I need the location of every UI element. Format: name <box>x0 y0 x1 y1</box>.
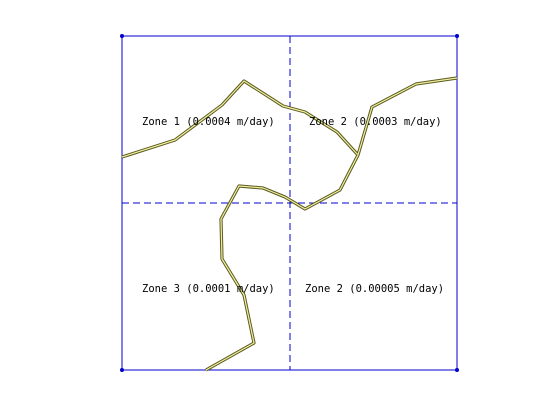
zone-label: Zone 1 (0.0004 m/day) <box>142 116 275 128</box>
upper-stream-fill <box>121 77 458 158</box>
corner-marker <box>455 34 459 38</box>
zone-label: Zone 2 (0.00005 m/day) <box>305 283 444 295</box>
lower-stream <box>205 154 360 372</box>
corner-marker <box>120 34 124 38</box>
upper-stream <box>121 76 458 159</box>
corner-markers <box>120 34 459 372</box>
lower-stream-outline <box>205 154 360 372</box>
corner-marker <box>120 368 124 372</box>
lower-stream-fill <box>205 154 359 371</box>
zone-label: Zone 3 (0.0001 m/day) <box>142 283 275 295</box>
corner-marker <box>455 368 459 372</box>
zone-label: Zone 2 (0.0003 m/day) <box>309 116 442 128</box>
